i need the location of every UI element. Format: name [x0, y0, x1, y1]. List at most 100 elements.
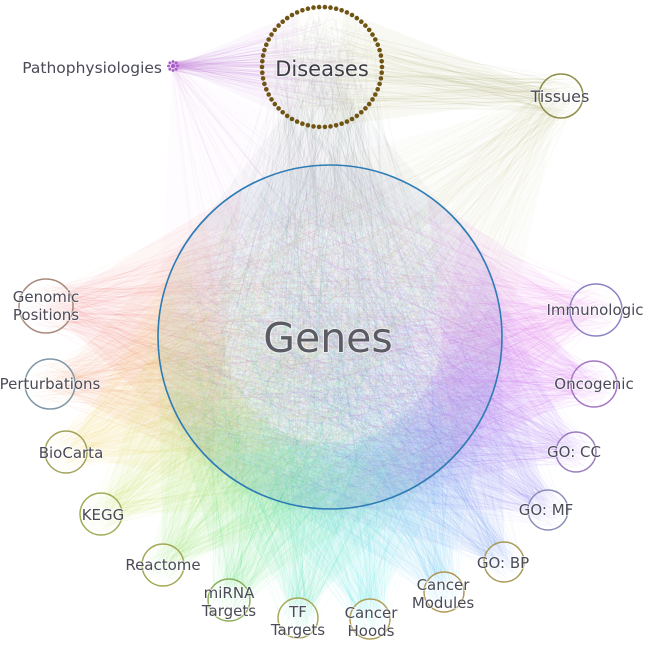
diseases-ring-dot: [349, 116, 355, 122]
node-labels: Genes Diseases PathophysiologiesTissuesGen…: [0, 56, 645, 641]
label-line: KEGG: [82, 506, 125, 524]
label-reactome: Reactome: [125, 556, 200, 574]
diseases-ring-dot: [269, 32, 274, 37]
bundle-genes-cancer-hoods: [172, 187, 486, 636]
diseases-ring-dot: [262, 47, 267, 53]
node-go-mf[interactable]: [527, 489, 569, 531]
diseases-ring-dot: [269, 97, 274, 102]
node-mirna-targets[interactable]: [207, 578, 251, 622]
bundle-genes-oncogenic: [171, 175, 614, 503]
node-tf-targets[interactable]: [277, 597, 319, 639]
diseases-ring-dot: [294, 119, 300, 124]
node-genomic-positions[interactable]: [18, 278, 74, 334]
diseases-ring-dot: [349, 12, 355, 18]
bundle-wash: [66, 251, 291, 505]
bundle-wash: [182, 425, 454, 618]
cluster-dot: [174, 67, 178, 71]
bundle-wash: [165, 386, 420, 600]
diseases-ring-dot: [284, 113, 290, 119]
label-pathophysiologies: Pathophysiologies: [22, 59, 162, 77]
diseases-ring-dot: [311, 124, 316, 129]
diseases-ring-dot: [280, 19, 286, 25]
diseases-ring-dot: [339, 121, 344, 126]
diseases-ring-dot: [375, 42, 381, 47]
diseases-ring-dot: [366, 27, 372, 33]
diseases-ring-dot: [328, 124, 333, 129]
label-line: Genes: [263, 314, 393, 362]
diseases-ring-dot: [366, 101, 372, 107]
diseases-ring-dot: [363, 23, 368, 28]
diseases-ring-dot: [354, 15, 360, 21]
label-biocarta: BioCarta: [39, 444, 104, 462]
bundle-wash: [426, 194, 596, 457]
diseases-ring-dot: [316, 4, 322, 10]
nodes: [18, 4, 623, 640]
diseases-ring-dot: [322, 4, 328, 10]
diseases-ring-dot: [305, 123, 311, 128]
diseases-ring-dot: [305, 6, 311, 11]
label-line: Immunologic: [546, 301, 643, 319]
node-cancer-hoods[interactable]: [349, 598, 391, 640]
diseases-ring-dot: [354, 113, 360, 119]
bundle-wash: [249, 378, 497, 592]
bundle-wash: [208, 420, 481, 619]
label-line: GO: CC: [547, 443, 601, 461]
diseases-ring-dot: [379, 59, 385, 64]
label-genes: Genes: [263, 314, 393, 362]
node-go-bp[interactable]: [483, 541, 525, 583]
bundle-diseases-diseases: [273, 16, 376, 118]
diseases-ring-dot: [333, 123, 339, 128]
label-line: Cancer: [345, 604, 399, 622]
label-kegg: KEGG: [82, 506, 125, 524]
node-reactome[interactable]: [141, 543, 185, 587]
node-cancer-modules[interactable]: [423, 571, 465, 613]
label-diseases: Diseases: [275, 57, 369, 81]
node-pathophysiologies[interactable]: [167, 60, 179, 72]
diseases-ring-dot: [378, 53, 384, 58]
diseases-ring-dot: [344, 119, 350, 124]
diseases-ring-dot: [363, 106, 368, 111]
label-go-cc: GO: CC: [547, 443, 601, 461]
node-biocarta[interactable]: [44, 430, 88, 474]
label-line: GO: BP: [477, 554, 529, 572]
label-tissues: Tissues: [530, 87, 590, 106]
diseases-ring-dot: [344, 10, 350, 15]
label-line: Cancer: [417, 576, 471, 594]
node-immunologic[interactable]: [569, 283, 623, 337]
bundle-tissues-diseases: [275, 11, 581, 127]
bundle-genes-perturbations: [28, 181, 486, 492]
label-line: Targets: [201, 602, 256, 620]
diseases-ring-dot: [328, 5, 333, 10]
bundle-genes-mirna-targets: [165, 176, 490, 618]
bundle-wash: [329, 297, 548, 510]
bundle-genes-go-bp: [174, 175, 521, 579]
diseases-ring-dot: [378, 76, 384, 81]
diseases-ring-dot: [272, 27, 278, 33]
node-oncogenic[interactable]: [570, 360, 618, 408]
label-line: miRNA: [204, 584, 255, 602]
node-genes[interactable]: [157, 164, 503, 510]
cluster-dot: [174, 61, 178, 65]
diseases-ring-dot: [289, 12, 295, 18]
diseases-ring-dot: [259, 64, 265, 70]
bundle-genes-tf-targets: [171, 172, 493, 635]
label-line: Modules: [412, 594, 475, 612]
label-line: Targets: [270, 621, 325, 639]
node-diseases[interactable]: [259, 4, 385, 130]
diseases-ring-dot: [359, 110, 364, 115]
node-tissues[interactable]: [538, 73, 584, 119]
diseases-ring-dot: [289, 116, 295, 122]
diseases-ring-dot: [333, 6, 339, 11]
label-go-bp: GO: BP: [477, 554, 529, 572]
node-kegg[interactable]: [79, 492, 123, 536]
label-line: Positions: [13, 306, 79, 324]
bundle-wash: [415, 226, 594, 487]
node-perturbations[interactable]: [24, 358, 76, 410]
node-go-cc[interactable]: [555, 431, 597, 473]
